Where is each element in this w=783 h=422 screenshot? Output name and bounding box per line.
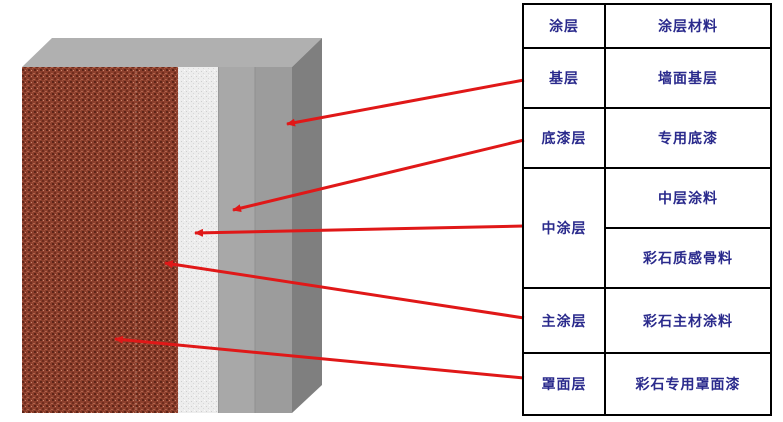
block-top-face [22, 38, 322, 67]
substrate-layer [255, 67, 292, 413]
row-top-coat-material: 彩石专用罩面漆 [635, 377, 741, 393]
primer-layer [218, 67, 255, 413]
row-mid-coat-material-1: 中层涂料 [658, 191, 718, 207]
pointer-arrows [114, 78, 525, 380]
arrow-primer [232, 138, 525, 213]
block-side-face [292, 38, 322, 413]
layer-material-table: 涂层 涂层材料 基层 墙面基层 底漆层 专用底漆 中涂层 中层涂料 彩石质感骨料… [522, 3, 772, 416]
arrow-mid-coat [194, 224, 525, 237]
row-main-coat-layer: 主涂层 [541, 313, 587, 330]
row-top-coat-layer: 罩面层 [541, 377, 587, 393]
table-divider-vertical [604, 5, 606, 414]
row-mid-coat-material-2: 彩石质感骨料 [643, 251, 733, 267]
arrow-main-coat [164, 260, 525, 320]
granite-finish-layer [22, 67, 178, 413]
row-substrate-layer: 基层 [549, 71, 579, 87]
arrow-substrate [286, 78, 525, 127]
row-primer-material: 专用底漆 [658, 131, 718, 147]
row-mid-coat-layer: 中涂层 [541, 221, 587, 237]
row-substrate-material: 墙面基层 [658, 71, 718, 87]
row-primer-layer: 底漆层 [541, 131, 587, 147]
row-main-coat-material: 彩石主材涂料 [643, 313, 733, 330]
header-material: 涂层材料 [658, 19, 718, 35]
texture-aggregate-layer [178, 67, 218, 413]
header-layer: 涂层 [549, 19, 579, 35]
arrow-top-coat [114, 335, 525, 380]
